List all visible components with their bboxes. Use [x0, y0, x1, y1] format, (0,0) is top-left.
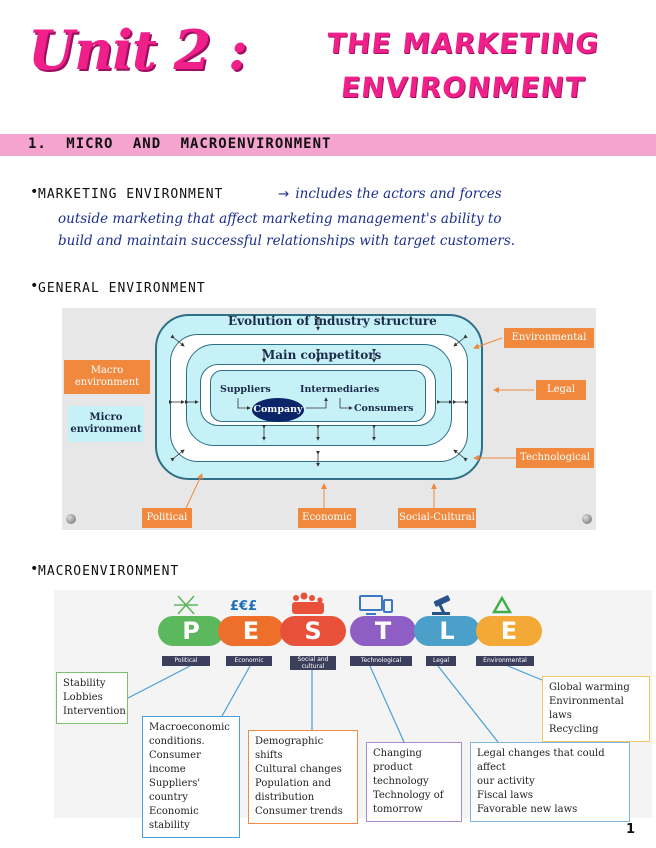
- environmental-factor: Environmental: [504, 328, 594, 348]
- economic-item: Economic stability: [149, 806, 199, 831]
- slide-corner-knob: [582, 514, 592, 524]
- pestle-letter-e: E: [218, 616, 284, 646]
- people-icon: [292, 592, 324, 614]
- pestle-letter-e2: E: [476, 616, 542, 646]
- handshake-icon: [174, 595, 198, 615]
- environmental-item: Recycling: [549, 724, 599, 735]
- pestle-label-environmental: Environmental: [476, 656, 534, 666]
- bullet-dot: •: [30, 561, 40, 577]
- political-item: Intervention: [63, 706, 126, 717]
- economic-factor: Economic: [298, 508, 356, 528]
- bullet-label: MARKETING ENVIRONMENT: [38, 187, 224, 202]
- pestle-label-legal: Legal: [426, 656, 456, 666]
- social-item: Consumer trends: [255, 806, 343, 817]
- macro-environment-legend: Macro environment: [64, 360, 150, 394]
- computer-icon: [359, 595, 393, 615]
- pestle-letter-s: S: [280, 616, 346, 646]
- definition-line-3: build and maintain successful relationsh…: [58, 233, 516, 249]
- technological-item: Technology of: [373, 790, 444, 801]
- page-title: THE MARKETING ENVIRONMENT: [298, 22, 628, 110]
- environmental-factors-box: Global warming Environmental laws Recycl…: [542, 676, 650, 742]
- currency-icon: £€£: [230, 599, 257, 614]
- main-competitors-label: Main competitors: [262, 348, 382, 362]
- bullet-label: GENERAL ENVIRONMENT: [38, 281, 206, 296]
- company-node: Company: [252, 398, 304, 422]
- legal-item: Favorable new laws: [477, 804, 578, 815]
- definition-line-2: outside marketing that affect marketing …: [58, 211, 502, 227]
- pestle-letter-t: T: [350, 616, 416, 646]
- technological-item: technology: [373, 776, 429, 787]
- economic-item: Consumer income: [149, 750, 201, 775]
- social-cultural-factor: Social-Cultural: [398, 508, 476, 528]
- political-factors-box: Stability Lobbies Intervention: [56, 672, 128, 724]
- bullet-general-environment: • GENERAL ENVIRONMENT: [30, 278, 206, 296]
- technological-factors-box: Changing product technology Technology o…: [366, 742, 462, 822]
- suppliers-label: Suppliers: [220, 384, 271, 395]
- pestle-letter-l: L: [414, 616, 480, 646]
- unit-title: Unit 2 :: [28, 18, 248, 82]
- technological-item: Changing product: [373, 748, 422, 773]
- environmental-item: Global warming: [549, 682, 630, 693]
- arrow-icon: →: [278, 186, 290, 202]
- consumers-label: Consumers: [354, 403, 414, 414]
- gavel-icon: [432, 595, 451, 615]
- bullet-macroenvironment: • MACROENVIRONMENT: [30, 561, 180, 579]
- section-heading: 1. MICRO AND MACROENVIRONMENT: [28, 136, 332, 152]
- social-item: Cultural changes: [255, 764, 342, 775]
- pestle-connectors: £€£: [127, 592, 543, 743]
- social-item: Population and: [255, 778, 332, 789]
- environmental-item: Environmental laws: [549, 696, 624, 721]
- pestle-label-technological: Technological: [350, 656, 412, 666]
- page-title-line1: THE MARKETING: [325, 27, 601, 60]
- social-item: distribution: [255, 792, 315, 803]
- intermediaries-label: Intermediaries: [300, 384, 380, 395]
- pestle-diagram: £€£ P E S T L E Political Economic Socia…: [54, 590, 652, 838]
- pestle-label-economic: Economic: [226, 656, 272, 666]
- technological-factor: Technological: [516, 448, 594, 468]
- recycle-icon: [491, 595, 513, 614]
- pestle-label-political: Political: [162, 656, 210, 666]
- section-highlight: [0, 134, 656, 156]
- environment-arrows: [168, 316, 534, 509]
- legal-item: Fiscal laws: [477, 790, 534, 801]
- bullet-label: MACROENVIRONMENT: [38, 564, 180, 579]
- legal-factors-box: Legal changes that could affect our acti…: [470, 742, 630, 822]
- economic-factors-box: Macroeconomic conditions. Consumer incom…: [142, 716, 240, 838]
- pestle-letter-p: P: [158, 616, 224, 646]
- political-factor: Political: [142, 508, 192, 528]
- legal-factor: Legal: [536, 380, 586, 400]
- slide-corner-knob: [66, 514, 76, 524]
- svg-text:£€£: £€£: [230, 599, 257, 614]
- core-ring: [210, 370, 426, 422]
- page-title-line2: ENVIRONMENT: [339, 71, 587, 104]
- micro-environment-legend: Micro environment: [68, 406, 144, 442]
- pestle-label-social: Social and cultural: [290, 656, 336, 670]
- definition-line-1: →includes the actors and forces: [278, 186, 502, 202]
- economic-item: conditions.: [149, 736, 205, 747]
- social-factors-box: Demographic shifts Cultural changes Popu…: [248, 730, 358, 824]
- environment-diagram: Evolution of industry structure Main com…: [62, 308, 596, 530]
- economic-item: Macroeconomic: [149, 722, 230, 733]
- page-number: 1: [626, 822, 636, 837]
- technological-item: tomorrow: [373, 804, 423, 815]
- industry-structure-label: Evolution of industry structure: [228, 314, 437, 328]
- bullet-dot: •: [30, 278, 40, 294]
- bullet-dot: •: [30, 184, 40, 200]
- economic-item: Suppliers' country: [149, 778, 201, 803]
- bullet-marketing-environment: • MARKETING ENVIRONMENT: [30, 184, 224, 202]
- social-item: Demographic shifts: [255, 736, 324, 761]
- legal-item: Legal changes that could affect: [477, 748, 605, 773]
- political-item: Lobbies: [63, 692, 103, 703]
- legal-item: our activity: [477, 776, 535, 787]
- political-item: Stability: [63, 678, 106, 689]
